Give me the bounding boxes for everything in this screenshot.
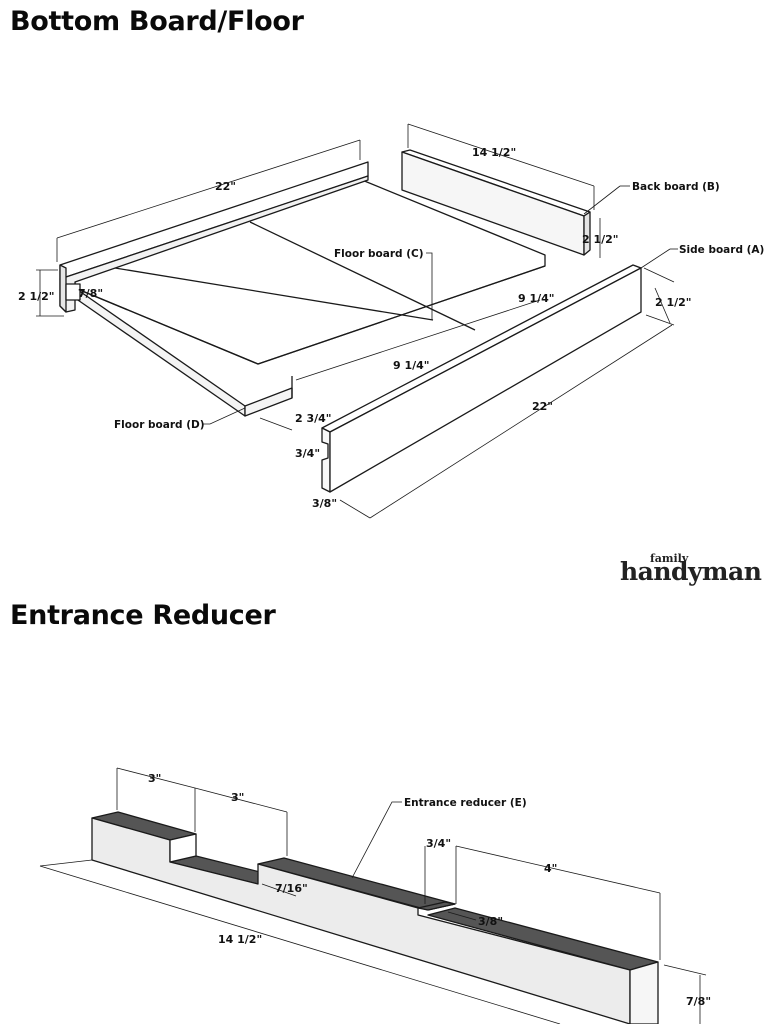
left-side-board-end (59, 264, 67, 313)
dim-left-height: 2 1/2" (18, 290, 55, 303)
dim-notch-depth: 7/16" (275, 882, 308, 895)
dim-right-width: 4" (544, 862, 557, 875)
dim-groove-depth: 3/4" (295, 447, 320, 460)
dim-floor-width-bottom: 9 1/4" (393, 359, 430, 372)
reducer-drawing (91, 811, 659, 1024)
dim-side-height: 2 1/2" (655, 296, 692, 309)
section-title-entrance-reducer: Entrance Reducer (10, 600, 276, 631)
section-title-bottom-board: Bottom Board/Floor (10, 6, 304, 37)
brand-logo: family handyman (620, 552, 762, 586)
dim-small-notch-depth: 3/8" (478, 915, 503, 928)
floor-assembly-drawing (59, 149, 642, 493)
floor-labels: 22" 2 1/2" 7/8" 14 1/2" 2 1/2" 2 1/2" 22… (18, 146, 764, 510)
dim-groove-width: 3/8" (312, 497, 337, 510)
reducer-end-face (629, 961, 659, 1024)
dim-reducer-thickness: 7/8" (686, 995, 711, 1008)
floor-seam-long (114, 267, 434, 321)
dim-floor-offset: 2 3/4" (295, 412, 332, 425)
reducer-top-small-notch (417, 901, 456, 911)
label-entrance-reducer: Entrance reducer (E) (404, 797, 527, 809)
dim-notch-left-width: 3" (148, 772, 161, 785)
label-floor-board-d: Floor board (D) (114, 419, 205, 431)
dim-small-notch-height: 3/4" (426, 837, 451, 850)
dim-left-length: 22" (215, 180, 236, 193)
reducer-dimension-lines (39, 767, 707, 1024)
reducer-labels: 3" 3" 7/16" 14 1/2" 3/4" 4" 3/8" 7/8" En… (148, 772, 711, 1008)
brand-logo-small: family (650, 552, 689, 565)
dim-back-length: 14 1/2" (472, 146, 516, 159)
dim-notch-left-gap: 3" (231, 791, 244, 804)
dim-reducer-length: 14 1/2" (218, 933, 262, 946)
right-side-board-face (329, 267, 642, 493)
floor-seam-short (249, 221, 476, 331)
back-board-end (583, 211, 591, 256)
brand-logo-large: handyman (620, 557, 762, 586)
dim-side-length: 22" (532, 400, 553, 413)
floor-dimension-lines (36, 123, 678, 519)
dim-floor-width-top: 9 1/4" (518, 292, 555, 305)
label-back-board: Back board (B) (632, 181, 720, 193)
dim-back-height: 2 1/2" (582, 233, 619, 246)
dim-left-groove: 7/8" (78, 287, 103, 300)
label-side-board: Side board (A) (679, 244, 764, 256)
label-floor-board-c: Floor board (C) (334, 248, 424, 260)
right-side-board-front (321, 427, 331, 493)
